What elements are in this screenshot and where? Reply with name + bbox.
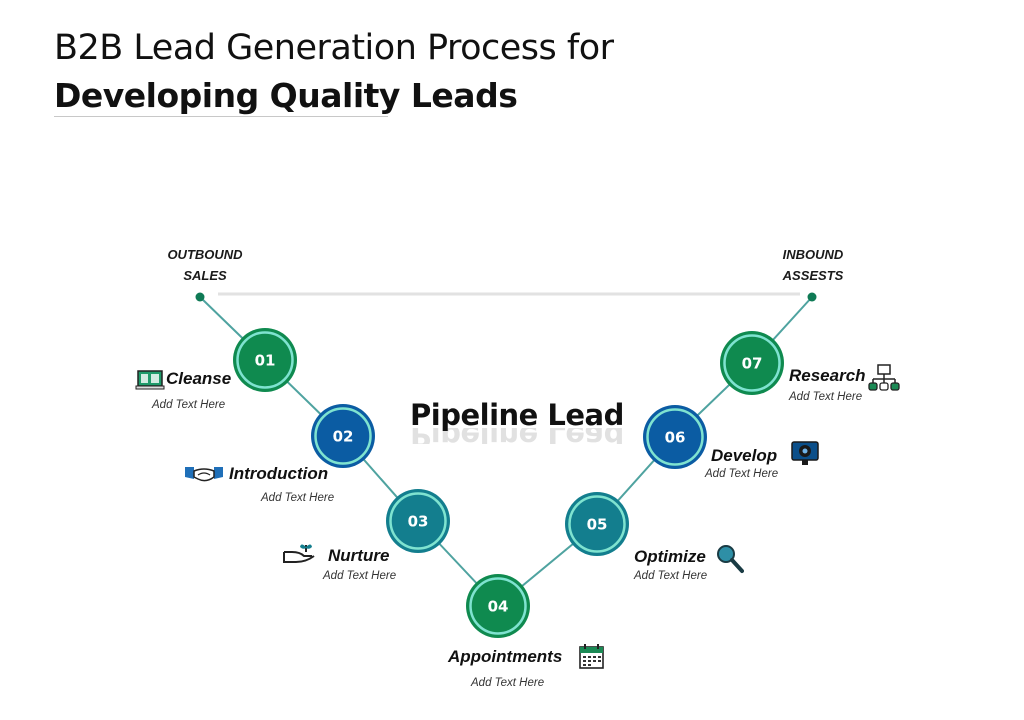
step-05-label: Optimize xyxy=(634,547,706,566)
step-03-sub: Add Text Here xyxy=(323,570,397,582)
step-number: 03 xyxy=(408,513,429,531)
step-node-inner-circle xyxy=(469,577,527,635)
step-05-sub: Add Text Here xyxy=(634,570,708,582)
step-number: 06 xyxy=(665,429,686,447)
step-01-sub: Add Text Here xyxy=(152,399,226,411)
inbound-assets-label: INBOUND ASSESTS xyxy=(758,244,868,286)
step-node-inner-circle xyxy=(389,492,447,550)
step-number: 05 xyxy=(587,516,608,534)
presentation-board-icon xyxy=(135,370,165,390)
step-node-03: 03 xyxy=(386,489,450,553)
step-number: 04 xyxy=(488,598,509,616)
step-node-01: 01 xyxy=(233,328,297,392)
calendar-icon xyxy=(579,644,604,669)
inbound-label-line2: ASSESTS xyxy=(782,268,844,283)
step-01-label: Cleanse xyxy=(166,369,232,388)
step-node-05: 05 xyxy=(565,492,629,556)
end-dot xyxy=(807,292,817,302)
step-node-inner-circle xyxy=(314,407,372,465)
network-icon xyxy=(868,364,900,391)
step-node-inner-circle xyxy=(236,331,294,389)
step-number: 07 xyxy=(742,355,763,373)
step-06-label: Develop xyxy=(711,446,778,465)
step-node-inner-circle xyxy=(568,495,626,553)
inbound-label-line1: INBOUND xyxy=(782,247,844,262)
hand-plant-icon xyxy=(283,544,315,563)
step-07-label: Research xyxy=(789,366,866,385)
step-number: 01 xyxy=(255,352,276,370)
start-dot xyxy=(195,292,205,302)
outbound-label-line2: SALES xyxy=(183,268,227,283)
step-node-06: 06 xyxy=(643,405,707,469)
step-04-label: Appointments xyxy=(448,647,563,666)
handshake-icon xyxy=(185,467,223,482)
center-title-reflection: Pipeline Lead xyxy=(410,428,624,444)
title-line-1: B2B Lead Generation Process for xyxy=(54,28,614,68)
step-02-sub: Add Text Here xyxy=(261,492,335,504)
center-title: Pipeline Lead xyxy=(410,398,624,432)
monitor-gear-icon xyxy=(791,441,819,465)
title-underline xyxy=(54,116,388,117)
step-node-04: 04 xyxy=(466,574,530,638)
outbound-label-line1: OUTBOUND xyxy=(167,247,243,262)
step-node-07: 07 xyxy=(720,331,784,395)
step-node-02: 02 xyxy=(311,404,375,468)
outbound-sales-label: OUTBOUND SALES xyxy=(150,244,260,286)
step-node-inner-circle xyxy=(723,334,781,392)
step-number: 02 xyxy=(333,428,354,446)
step-07-sub: Add Text Here xyxy=(789,391,863,403)
step-node-inner-circle xyxy=(646,408,704,466)
step-03-label: Nurture xyxy=(328,546,390,565)
step-02-label: Introduction xyxy=(229,464,329,483)
step-04-sub: Add Text Here xyxy=(471,677,545,689)
title-line-2: Developing Quality Leads xyxy=(54,76,518,115)
magnifier-icon xyxy=(717,545,744,573)
step-06-sub: Add Text Here xyxy=(705,468,779,480)
